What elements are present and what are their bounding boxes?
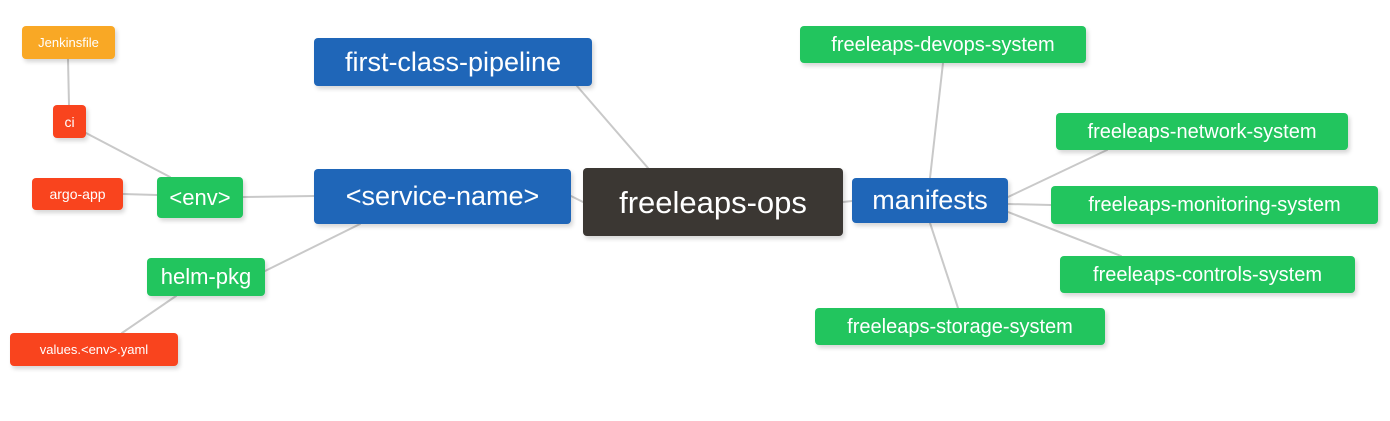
node-label-service-name: <service-name> <box>345 181 540 211</box>
node-helm-pkg[interactable]: helm-pkg <box>147 258 265 296</box>
node-label-helm-pkg: helm-pkg <box>160 264 252 289</box>
node-label-manifests: manifests <box>872 185 988 215</box>
node-Jenkinsfile[interactable]: Jenkinsfile <box>22 26 115 59</box>
node-label-first-class-pipeline: first-class-pipeline <box>344 46 562 77</box>
node-argo-app[interactable]: argo-app <box>32 178 123 210</box>
edge-env-to-ci <box>85 132 171 178</box>
edge-helm-pkg-to-values-env-yaml <box>121 295 177 334</box>
node-label-ci: ci <box>64 113 75 130</box>
node-ci[interactable]: ci <box>53 105 86 138</box>
node-label-freeleaps-storage-system: freeleaps-storage-system <box>847 315 1073 338</box>
edge-manifests-to-freeleaps-devops-system <box>929 62 944 179</box>
edge-env-to-argo-app <box>122 193 158 196</box>
node-manifests[interactable]: manifests <box>852 178 1008 223</box>
node-env[interactable]: <env> <box>157 177 243 218</box>
node-label-values-env-yaml: values.<env>.yaml <box>39 342 149 357</box>
node-freeleaps-network-system[interactable]: freeleaps-network-system <box>1056 113 1348 150</box>
edge-freeleaps-ops-to-service-name <box>570 195 584 203</box>
edge-manifests-to-freeleaps-storage-system <box>929 222 959 309</box>
node-freeleaps-devops-system[interactable]: freeleaps-devops-system <box>800 26 1086 63</box>
edge-manifests-to-freeleaps-monitoring-system <box>1007 203 1052 206</box>
node-label-freeleaps-devops-system: freeleaps-devops-system <box>831 33 1055 56</box>
node-label-argo-app: argo-app <box>49 186 106 202</box>
node-label-env: <env> <box>169 184 231 210</box>
node-label-freeleaps-monitoring-system: freeleaps-monitoring-system <box>1088 194 1341 216</box>
node-freeleaps-monitoring-system[interactable]: freeleaps-monitoring-system <box>1051 186 1378 224</box>
edge-freeleaps-ops-to-manifests <box>842 200 853 203</box>
node-freeleaps-storage-system[interactable]: freeleaps-storage-system <box>815 308 1105 345</box>
node-service-name[interactable]: <service-name> <box>314 169 571 224</box>
node-label-freeleaps-controls-system: freeleaps-controls-system <box>1093 263 1322 286</box>
node-label-Jenkinsfile: Jenkinsfile <box>38 35 99 50</box>
node-label-freeleaps-network-system: freeleaps-network-system <box>1087 120 1317 143</box>
edge-ci-to-Jenkinsfile <box>67 58 70 106</box>
node-first-class-pipeline[interactable]: first-class-pipeline <box>314 38 592 86</box>
edge-service-name-to-helm-pkg <box>264 223 361 272</box>
edge-freeleaps-ops-to-first-class-pipeline <box>576 85 649 169</box>
node-values-env-yaml[interactable]: values.<env>.yaml <box>10 333 178 366</box>
node-freeleaps-controls-system[interactable]: freeleaps-controls-system <box>1060 256 1355 293</box>
edge-service-name-to-env <box>242 195 315 198</box>
node-label-freeleaps-ops: freeleaps-ops <box>619 184 807 220</box>
node-freeleaps-ops[interactable]: freeleaps-ops <box>583 168 843 236</box>
